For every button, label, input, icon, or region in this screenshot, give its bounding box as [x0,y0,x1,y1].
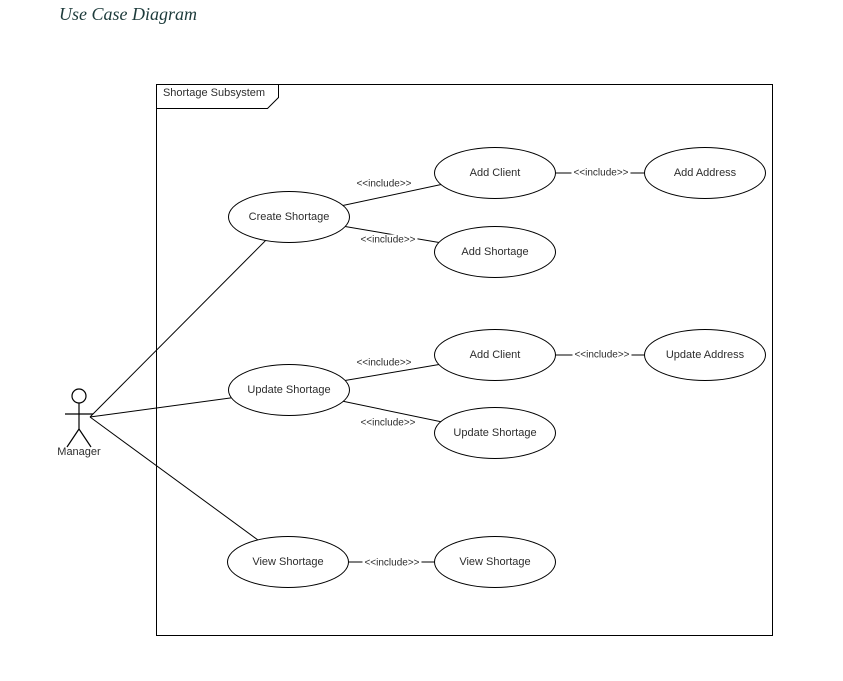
include-label: <<include>> [362,557,422,569]
actor-manager-figure [65,388,93,448]
include-label: <<include>> [358,417,418,429]
actor-leg-right [78,428,92,448]
usecase-create-shortage: Create Shortage [228,191,350,243]
association-manager-view-shortage [89,416,289,563]
usecase-label: View Shortage [459,556,531,568]
usecase-add-client-middle: Add Client [434,329,556,381]
usecase-update-shortage: Update Shortage [228,364,350,416]
actor-leg-left [66,428,80,448]
subsystem-frame-tab [156,84,279,109]
include-label: <<include>> [572,349,632,361]
usecase-add-shortage: Add Shortage [434,226,556,278]
usecase-add-client-top: Add Client [434,147,556,199]
subsystem-frame [156,84,773,636]
include-label: <<include>> [358,234,418,246]
usecase-label: Create Shortage [248,211,330,223]
usecase-label: Add Client [469,349,521,361]
subsystem-frame-label: Shortage Subsystem [162,87,266,99]
usecase-add-address: Add Address [644,147,766,199]
association-manager-create-shortage [89,216,290,418]
page-title: Use Case Diagram [59,4,197,24]
include-label: <<include>> [571,167,631,179]
usecase-view-shortage: View Shortage [227,536,349,588]
usecase-label: Add Shortage [461,246,529,258]
usecase-update-address: Update Address [644,329,766,381]
usecase-view-shortage-included: View Shortage [434,536,556,588]
actor-manager-label: Manager [57,446,101,458]
usecase-label: View Shortage [252,556,324,568]
usecase-label: Add Address [673,167,737,179]
usecase-label: Update Address [665,349,745,361]
usecase-update-shortage-included: Update Shortage [434,407,556,459]
usecase-label: Add Client [469,167,521,179]
actor-head [71,388,87,404]
include-label: <<include>> [354,178,414,190]
usecase-label: Update Shortage [247,384,331,396]
include-label: <<include>> [354,357,414,369]
usecase-label: Update Shortage [453,427,537,439]
